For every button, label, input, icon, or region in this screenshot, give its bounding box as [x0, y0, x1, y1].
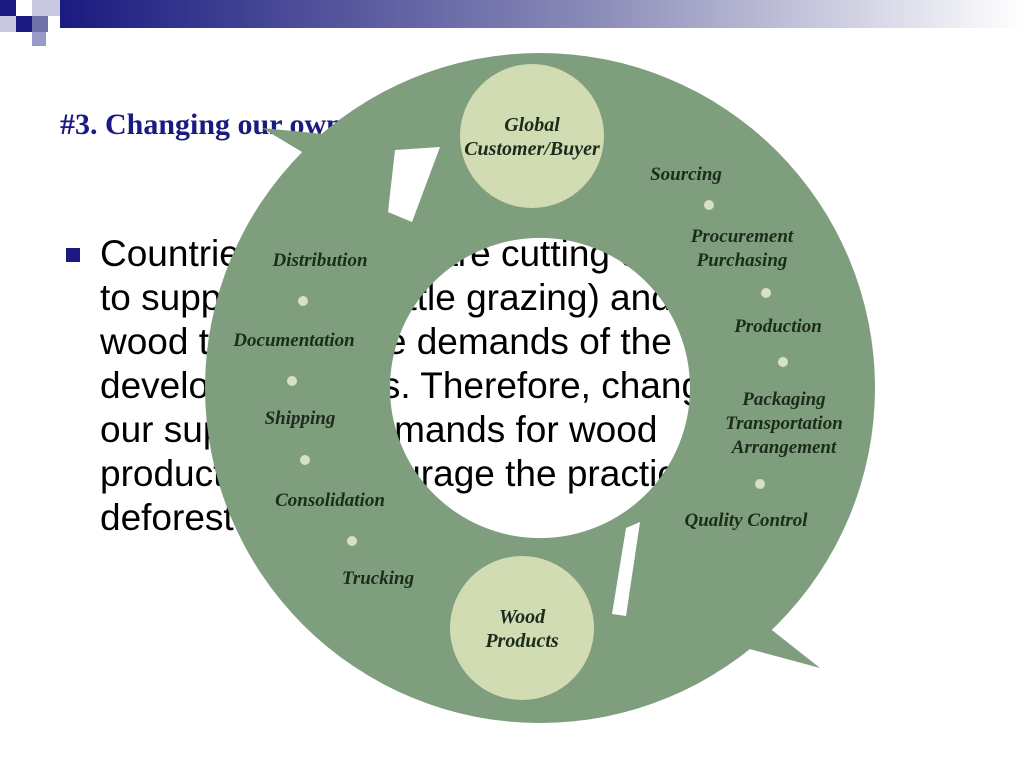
left-label: Documentation: [232, 330, 354, 351]
wood-products-node-text: Products: [484, 630, 559, 652]
left-label: Shipping: [265, 408, 336, 429]
slide-header-bar: [0, 0, 1024, 60]
right-label: Packaging: [741, 389, 825, 410]
cycle-dot: [704, 200, 714, 210]
arrow-gap-top: [388, 147, 440, 222]
right-label: Transportation: [725, 413, 843, 434]
arrow-gap-bottom: [612, 522, 640, 616]
arrow-head-right: [612, 518, 820, 668]
left-label: Consolidation: [275, 490, 385, 511]
global-customer-node-text: Customer/Buyer: [464, 138, 600, 160]
left-label: Trucking: [342, 568, 414, 589]
cycle-dot: [298, 296, 308, 306]
right-label: Sourcing: [650, 164, 722, 185]
cycle-dot: [287, 376, 297, 386]
wood-products-node-circle: [450, 556, 594, 700]
right-label: Procurement: [690, 226, 794, 247]
cycle-dot: [778, 357, 788, 367]
cycle-dot: [755, 479, 765, 489]
global-customer-node-text: Global: [504, 114, 560, 136]
right-label: Purchasing: [696, 250, 788, 271]
cycle-dot: [300, 455, 310, 465]
right-label: Quality Control: [685, 510, 809, 531]
wood-products-node-text: Wood: [499, 606, 546, 628]
cycle-ring: [205, 53, 875, 723]
right-label: Production: [733, 316, 822, 337]
cycle-dot: [347, 536, 357, 546]
cycle-dot: [761, 288, 771, 298]
bullet-marker: [66, 248, 80, 262]
left-label: Distribution: [271, 250, 367, 271]
header-gradient: [0, 0, 1024, 46]
global-customer-node-circle: [460, 64, 604, 208]
right-label: Arrangement: [731, 437, 837, 458]
